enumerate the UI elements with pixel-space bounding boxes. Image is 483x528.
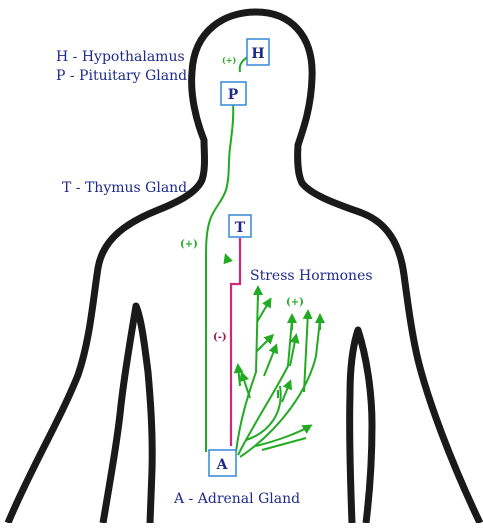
branch-2	[256, 336, 272, 352]
body-outline	[103, 306, 152, 523]
branch-1	[242, 374, 250, 398]
inhibit-line	[231, 238, 240, 446]
box-h-label: H	[251, 46, 264, 62]
at-minus-sign: (-)	[213, 332, 227, 343]
pituitary-adrenal-pathway	[206, 102, 233, 452]
arrow-left-branch-up	[238, 366, 240, 386]
legend-thymus: T - Thymus Gland	[62, 180, 187, 196]
box-pituitary: P	[221, 82, 246, 105]
arrow-side-tee	[226, 256, 228, 262]
body-outline-right-arm	[350, 330, 372, 523]
box-thymus: T	[229, 215, 251, 237]
stress-hormone-tree	[236, 292, 320, 457]
box-a-label: A	[216, 457, 229, 473]
box-t-label: T	[235, 220, 246, 236]
legend-pituitary: P - Pituitary Gland	[56, 68, 187, 84]
branch-4	[264, 346, 276, 376]
box-hypothalamus: H	[247, 39, 269, 65]
box-adrenal: A	[209, 450, 236, 476]
branch-3	[257, 300, 270, 322]
stress-hormones-label: Stress Hormones	[250, 268, 373, 284]
stress-plus-sign: (+)	[286, 297, 304, 308]
pa-plus-sign: (+)	[180, 239, 198, 250]
legend-adrenal: A - Adrenal Gland	[173, 491, 300, 507]
branch-10	[262, 438, 306, 450]
box-p-label: P	[228, 87, 239, 103]
branch-6	[282, 382, 290, 402]
legend-hypothalamus: H - Hypothalamus	[56, 49, 185, 65]
hp-plus-sign: (+)	[222, 55, 236, 65]
